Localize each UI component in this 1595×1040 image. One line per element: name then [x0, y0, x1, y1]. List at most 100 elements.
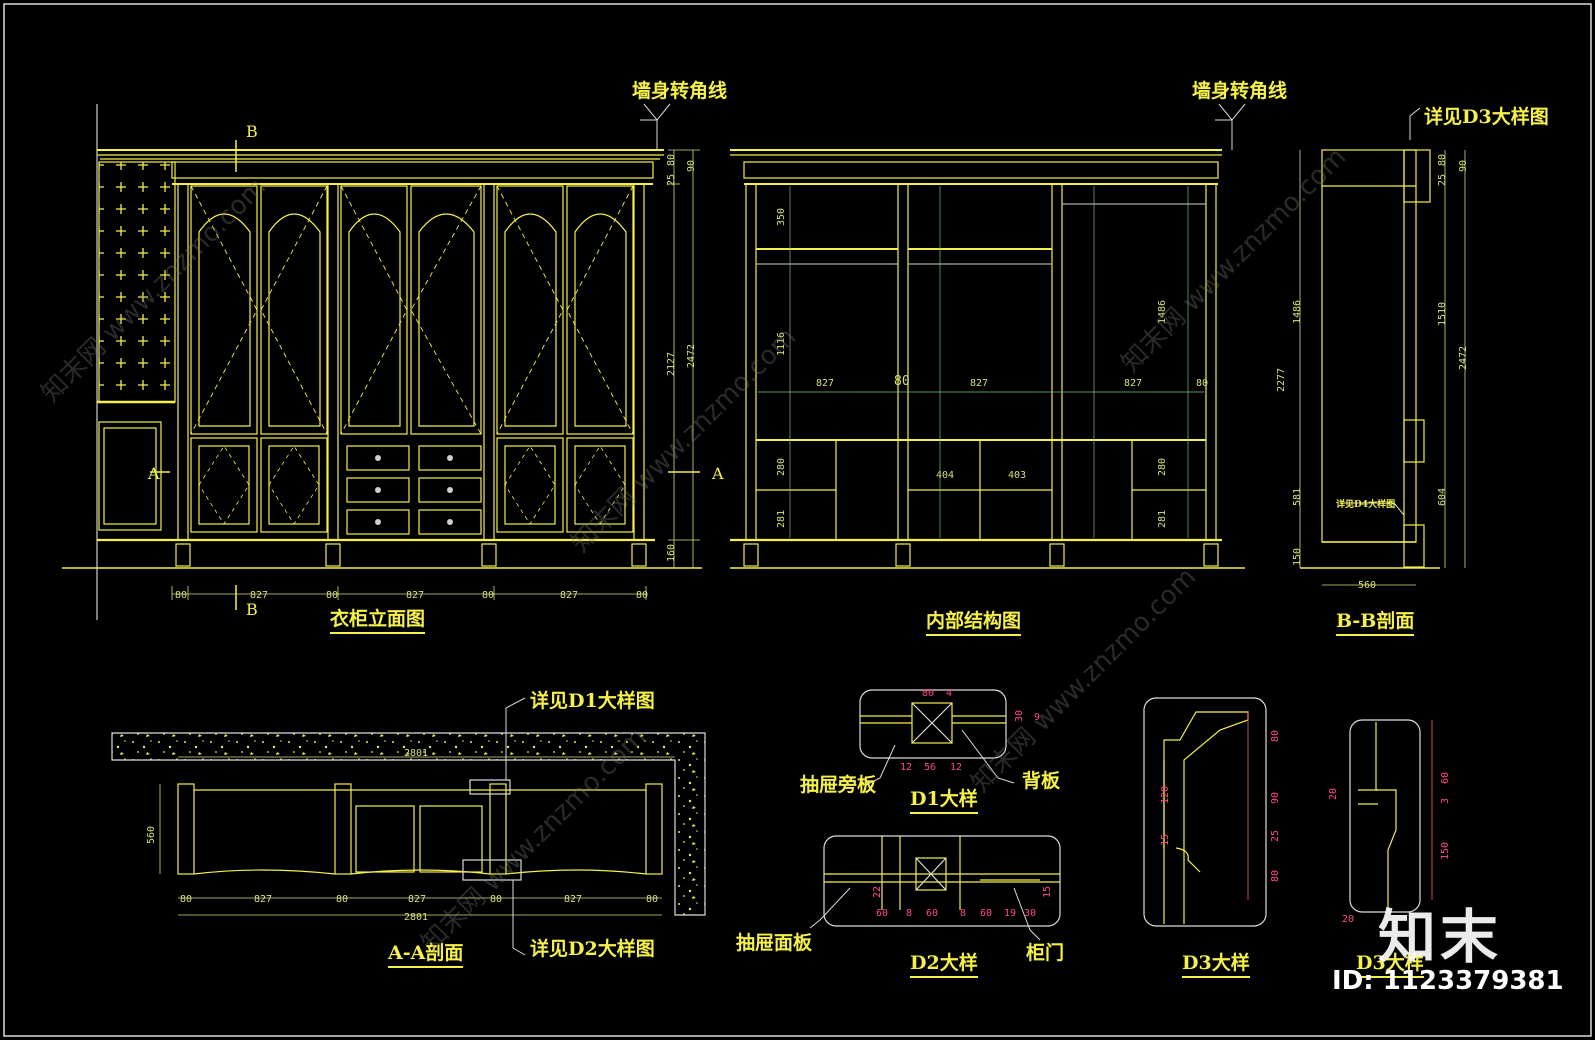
- ref-d4-label: 详见D4大样图: [1336, 500, 1396, 510]
- dim-label: 604: [1437, 487, 1448, 506]
- dim-label: 827: [1124, 378, 1143, 389]
- elevation-wall-corner-label: 墙身转角线: [632, 80, 728, 102]
- section-bb-title: B-B剖面: [1336, 606, 1415, 636]
- detail-d1: [859, 689, 1015, 786]
- dim-label: 350: [776, 207, 787, 226]
- dim-label: 80: [1270, 729, 1281, 742]
- section-mark-a-right: A: [712, 464, 724, 483]
- wardrobe-interior: [730, 103, 1246, 569]
- dim-label: 827: [560, 590, 579, 601]
- drawing-border: [3, 3, 1592, 1037]
- dim-label: 20: [1328, 787, 1339, 800]
- dim-label: 12: [900, 762, 913, 773]
- section-aa-title: A-A剖面: [388, 938, 464, 968]
- dim-label: 120: [1160, 785, 1171, 804]
- detail-d3-b: [1349, 719, 1433, 913]
- dim-label: 80: [336, 894, 349, 905]
- dim-label: 80: [636, 590, 649, 601]
- dim-label: 281: [1157, 509, 1168, 528]
- dim-label: 403: [1008, 470, 1027, 481]
- dim-label: 80: [894, 374, 910, 389]
- elevation-title: 衣柜立面图: [330, 604, 426, 634]
- dim-label: 827: [970, 378, 989, 389]
- dim-label: 1486: [1292, 299, 1303, 324]
- drawer-face-label: 抽屉面板: [736, 932, 813, 954]
- dim-label: 22: [872, 885, 883, 898]
- dim-label: 160: [666, 543, 677, 562]
- brand-logo: 知末: [1378, 903, 1503, 971]
- dim-label: 80: [180, 894, 193, 905]
- section-bb: [1299, 107, 1466, 586]
- dim-label: 80: [482, 590, 495, 601]
- dim-label: 90: [1270, 791, 1281, 804]
- dim-label: 80: [922, 688, 935, 699]
- dim-label: 90: [1458, 159, 1469, 172]
- dim-label: 15: [1042, 885, 1053, 898]
- d1-title: D1大样: [910, 784, 978, 814]
- dim-label: 2472: [686, 343, 697, 368]
- dim-label: 8: [960, 908, 967, 919]
- back-panel-label: 背板: [1022, 770, 1061, 792]
- dim-label: 80: [646, 894, 659, 905]
- ref-d3-label: 详见D3大样图: [1424, 106, 1549, 128]
- detail-d2: [809, 835, 1061, 941]
- dim-label: 827: [250, 590, 269, 601]
- section-mark-a-left: A: [148, 464, 160, 483]
- dim-label: 80: [1270, 869, 1281, 882]
- dim-label: 2472: [1458, 345, 1469, 370]
- dim-label: 9: [1034, 712, 1041, 723]
- dim-label: 80: [490, 894, 503, 905]
- dim-label: 2127: [666, 351, 677, 376]
- image-id-label: ID: 1123379381: [1332, 966, 1564, 996]
- dim-label: 827: [816, 378, 835, 389]
- dim-label: 60: [876, 908, 889, 919]
- dim-label: 2801: [404, 748, 429, 759]
- dim-label: 280: [1157, 457, 1168, 476]
- dim-label: 12: [950, 762, 963, 773]
- dim-label: 280: [776, 457, 787, 476]
- dim-label: 4: [946, 688, 953, 699]
- d2-title: D2大样: [910, 948, 978, 978]
- dim-label: 80: [326, 590, 339, 601]
- section-mark-b-top: B: [246, 122, 258, 141]
- dim-label: 56: [924, 762, 937, 773]
- d3-a-title: D3大样: [1182, 948, 1250, 978]
- interior-wall-corner-label: 墙身转角线: [1192, 80, 1288, 102]
- dim-label: 15: [1160, 833, 1171, 846]
- dim-label: 30: [1024, 908, 1037, 919]
- section-aa: [111, 697, 706, 956]
- dim-label: 1510: [1437, 301, 1448, 326]
- dim-label: 80: [666, 153, 677, 166]
- dim-label: 20: [1342, 914, 1355, 925]
- cabinet-door-label: 柜门: [1026, 942, 1065, 964]
- dim-label: 80: [1196, 378, 1209, 389]
- detail-d3-a: [1143, 697, 1267, 927]
- d3-b-title: D3大样: [1356, 948, 1424, 978]
- dim-label: 25: [666, 173, 677, 186]
- dim-label: 827: [406, 590, 425, 601]
- interior-title: 内部结构图: [926, 606, 1022, 636]
- dim-label: 8: [906, 908, 913, 919]
- dim-label: 25: [1437, 173, 1448, 186]
- dim-label: 827: [564, 894, 583, 905]
- dim-label: 60: [1440, 771, 1451, 784]
- ref-d2-label: 详见D2大样图: [530, 938, 655, 960]
- dim-label: 281: [776, 509, 787, 528]
- dim-label: 2801: [404, 912, 429, 923]
- dim-label: 19: [1004, 908, 1017, 919]
- dim-label: 150: [1292, 547, 1303, 566]
- dim-label: 80: [1437, 153, 1448, 166]
- dim-label: 827: [254, 894, 273, 905]
- section-mark-b-bottom: B: [246, 600, 258, 619]
- dim-label: 80: [175, 590, 188, 601]
- dim-label: 560: [146, 825, 157, 844]
- drawer-side-label: 抽屉旁板: [800, 774, 877, 796]
- wardrobe-elevation: [62, 103, 702, 620]
- ref-d1-label: 详见D1大样图: [530, 690, 655, 712]
- dim-label: 3: [1440, 797, 1451, 804]
- dim-label: 2277: [1276, 367, 1287, 392]
- dim-label: 90: [686, 159, 697, 172]
- dim-label: 827: [408, 894, 427, 905]
- dim-label: 404: [936, 470, 955, 481]
